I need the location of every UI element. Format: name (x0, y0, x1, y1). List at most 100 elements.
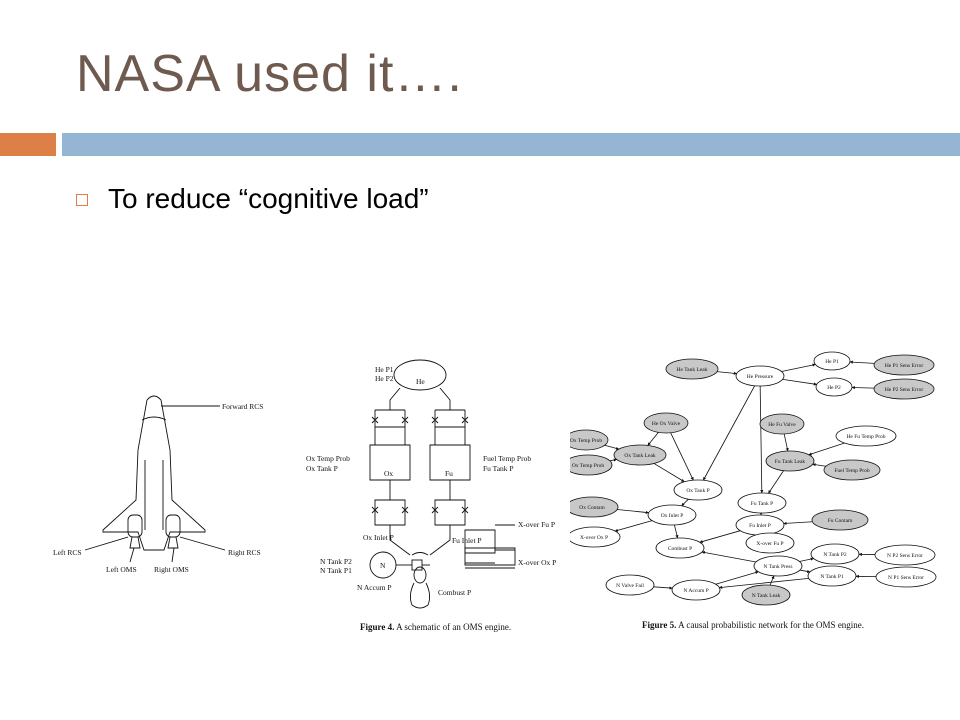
network-node-shape (570, 429, 609, 451)
network-node-shape (753, 555, 803, 577)
network-node: He Fu Valve (759, 413, 805, 435)
network-edge (670, 432, 694, 481)
left-oms-label: Left OMS (106, 565, 137, 574)
network-node: X-over Ox P (570, 526, 621, 548)
network-node: He Ox Valve (643, 412, 689, 434)
forward-rcs-label: Forward RCS (222, 402, 263, 411)
network-node-shape (665, 358, 719, 380)
network-node-label: Ox Tank Leak (624, 453, 656, 459)
x-over-ox-p-label: X-over Ox P (518, 558, 556, 567)
slide-title: NASA used it…. (76, 45, 463, 103)
network-node: Ox Temp Prob (570, 454, 613, 476)
network-node-label: Fu Contam (828, 518, 853, 524)
fu-tank-p-label: Fu Tank P (483, 464, 514, 473)
network-edge (702, 385, 756, 481)
network-node-label: He Tank Leak (677, 367, 708, 373)
n-tank-p1-label: N Tank P1 (320, 566, 352, 575)
figure-4-caption-number: Figure 4. (360, 622, 394, 632)
network-node-shape (735, 365, 785, 387)
network-node-shape (807, 565, 857, 587)
network-node-shape (570, 454, 613, 476)
network-edge (808, 442, 845, 456)
he-p1-label: He P1 (375, 365, 394, 374)
network-node: Fu Contam (811, 509, 869, 531)
figure-5-caption-text: A causal probabilistic network for the O… (676, 620, 864, 630)
figure-4-caption-text: A schematic of an OMS engine. (394, 622, 511, 632)
network-node-shape (570, 496, 619, 518)
network-node-shape (875, 566, 937, 588)
network-node: N P1 Sens Error (875, 566, 937, 588)
network-node-shape (673, 479, 723, 501)
network-node: Ox Tank P (673, 479, 723, 501)
network-node-label: N Tank P1 (820, 574, 844, 580)
network-edge (674, 524, 679, 539)
network-node-shape (873, 378, 935, 400)
network-node-shape (759, 413, 805, 435)
network-node-label: X-over Fu P (756, 541, 783, 547)
oms-schematic: He P1 He P2 He Ox Temp Prob Ox Tank P Fu… (306, 359, 556, 632)
network-node-shape (605, 574, 655, 596)
network-node-shape (813, 351, 851, 371)
network-edge (719, 578, 809, 589)
network-node-label: N P2 Sens Error (887, 553, 923, 559)
network-node-label: He Fu Temp Prob (846, 434, 885, 440)
network-node-shape (810, 543, 860, 565)
network-node-label: He P1 Sens Error (885, 363, 924, 369)
network-node-label: N Tank Press (763, 564, 792, 570)
network-edge (617, 509, 649, 514)
network-node-label: Ox Contam (579, 505, 605, 511)
network-node: Ox Contam (570, 496, 619, 518)
network-edge (799, 557, 814, 562)
network-node: Combust P (655, 537, 705, 559)
network-node: Ox Temp Prob (570, 429, 609, 451)
network-node: He Tank Leak (665, 358, 719, 380)
network-node: N Accum P (671, 579, 721, 601)
network-node-label: Ox Temp Prob (572, 463, 604, 469)
square-bullet-icon (76, 194, 88, 206)
network-node-shape (745, 532, 795, 554)
network-node: He Pressure (735, 365, 785, 387)
he-tank-label: He (416, 377, 425, 386)
bullet-item: To reduce “cognitive load” (76, 181, 429, 217)
network-node: He P2 Sens Error (873, 378, 935, 400)
network-edge (653, 586, 673, 590)
ox-tank-label: Ox (384, 469, 393, 478)
network-edge (812, 463, 827, 467)
network-node-shape (741, 584, 791, 606)
network-node-label: N Tank P2 (823, 552, 847, 558)
network-node-label: He Fu Valve (768, 422, 796, 428)
network-edge (849, 360, 875, 364)
fu-tank-label: Fu (445, 469, 453, 478)
network-node: N Tank P2 (810, 543, 860, 565)
network-node: Fu Tank Leak (765, 450, 815, 472)
network-edge (768, 470, 784, 494)
network-node-label: Fu Tank Leak (775, 459, 806, 465)
network-node: He P2 (815, 377, 853, 397)
network-edge (609, 458, 618, 462)
network-node-shape (671, 579, 721, 601)
network-node-label: He P2 (827, 385, 841, 391)
network-node: Fu Tank P (737, 492, 787, 514)
network-edge (783, 433, 789, 452)
network-node-shape (655, 537, 705, 559)
network-node-shape (737, 492, 787, 514)
ox-inlet-p-label: Ox Inlet P (363, 533, 394, 542)
network-node-shape (815, 377, 853, 397)
network-node-label: Combust P (668, 546, 692, 552)
network-node: N Tank P1 (807, 565, 857, 587)
network-node-shape (811, 509, 869, 531)
ox-tank-p-label: Ox Tank P (306, 464, 338, 473)
network-node-shape (874, 544, 936, 566)
combust-p-label: Combust P (438, 588, 471, 597)
n-tank-label: N (380, 561, 386, 570)
network-node: X-over Fu P (745, 532, 795, 554)
network-node-label: Ox Inlet P (661, 513, 684, 519)
right-rcs-label: Right RCS (228, 548, 261, 557)
network-edge (759, 385, 764, 494)
network-edge (715, 571, 759, 585)
fuel-temp-prob-label: Fuel Temp Prob (483, 454, 531, 463)
network-node: He P1 Sens Error (873, 354, 935, 376)
network-node-shape (613, 444, 667, 466)
